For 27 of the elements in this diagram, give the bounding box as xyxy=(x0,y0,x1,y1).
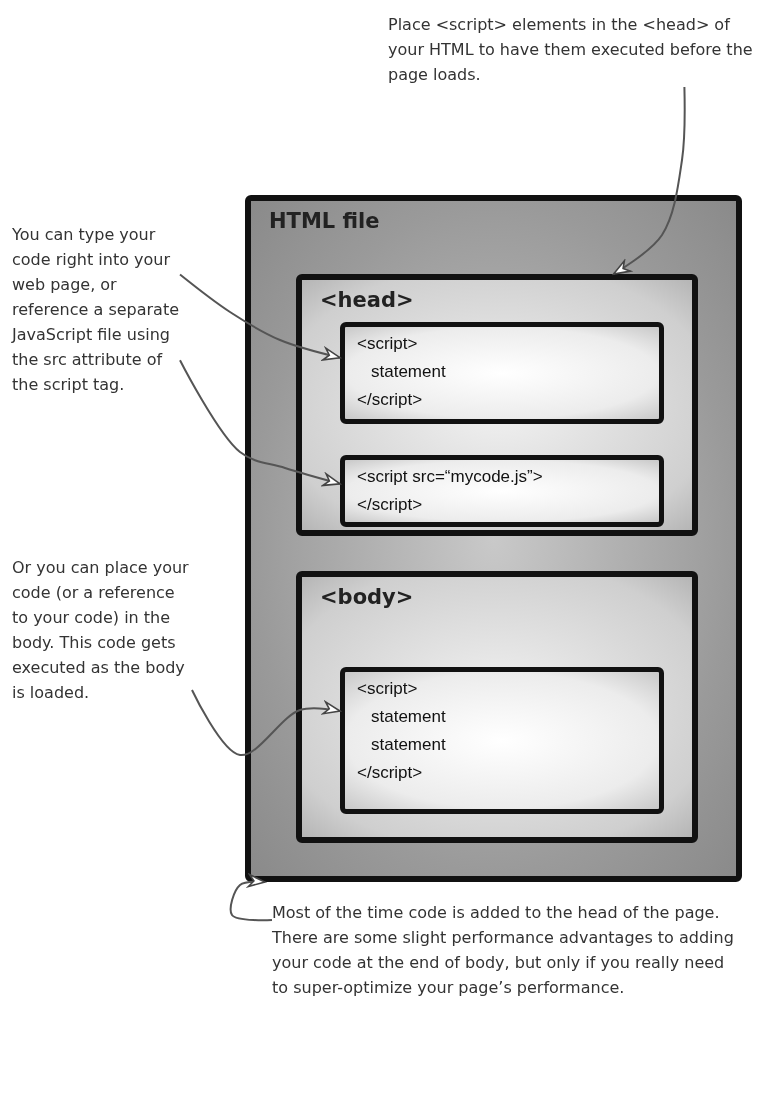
annotation-text: Or you can place your code (or a reference to your code) in the body. This code gets executed as the body is loaded. xyxy=(12,555,192,705)
code-line: statement xyxy=(370,734,446,756)
section-box xyxy=(296,274,698,536)
code-line: </script> xyxy=(357,389,423,411)
arrow xyxy=(191,689,341,756)
file-box xyxy=(245,195,742,882)
box-heading: <head> xyxy=(320,288,414,312)
code-line: statement xyxy=(370,706,446,728)
code-box xyxy=(340,455,664,527)
section-box xyxy=(296,571,698,843)
code-line: <script> xyxy=(357,333,418,355)
annotation-text: Place <script> elements in the <head> of your HTML to have them executed before the page loads. xyxy=(388,12,768,87)
arrow xyxy=(179,359,341,487)
annotation-text: You can type your code right into your web page, or reference a separate JavaScript file using the src attribute of the script tag. xyxy=(12,222,180,397)
arrow xyxy=(229,873,273,922)
box-heading: HTML file xyxy=(269,209,380,233)
annotation-text: Most of the time code is added to the head of the page. There are some slight performance advantages to adding your code at the end of body, but only if you really need to super-optimize your page’s performance. xyxy=(272,900,742,1000)
arrow xyxy=(179,273,341,361)
box-heading: <body> xyxy=(320,585,414,609)
code-line: <script src=“mycode.js”> xyxy=(357,466,543,488)
code-line: </script> xyxy=(357,762,423,784)
code-line: <script> xyxy=(357,678,418,700)
code-box xyxy=(340,322,664,424)
arrow xyxy=(612,86,686,275)
code-line: statement xyxy=(370,361,446,383)
code-box xyxy=(340,667,664,814)
code-line: </script> xyxy=(357,494,423,516)
